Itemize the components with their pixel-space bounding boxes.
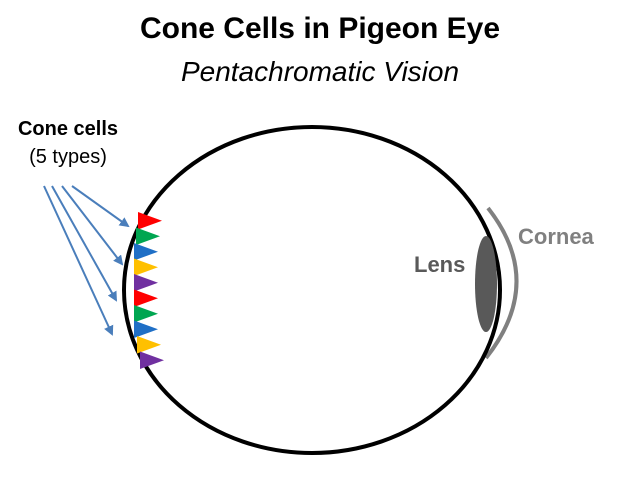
arrow-2 xyxy=(61,185,124,266)
cone-cell-blue xyxy=(134,320,158,338)
cornea-label: Cornea xyxy=(518,224,594,249)
cone-cell-purple xyxy=(140,351,164,369)
cone-cell-blue xyxy=(134,243,158,261)
arrow-1 xyxy=(71,185,130,228)
eyeball-outline xyxy=(122,125,502,455)
diagram-subtitle: Pentachromatic Vision xyxy=(180,56,460,87)
arrow-3 xyxy=(51,185,117,302)
diagram-title: Cone Cells in Pigeon Eye xyxy=(139,12,501,45)
cone-cell-yellow xyxy=(134,258,158,276)
cone-cell-red xyxy=(134,289,158,307)
arrow-4 xyxy=(43,185,114,336)
cornea-shape xyxy=(484,206,519,360)
cone-cell-yellow xyxy=(137,336,161,354)
cone-arrows xyxy=(43,185,130,336)
cone-cells-group xyxy=(134,212,164,369)
cone-cell-red xyxy=(138,212,162,230)
lens-shape xyxy=(475,236,497,332)
cone-cell-purple xyxy=(134,274,158,292)
lens-label: Lens xyxy=(414,252,466,277)
cone-cell-green xyxy=(136,227,160,245)
cone-cell-green xyxy=(134,305,158,323)
cone-cells-label: Cone cells xyxy=(17,118,119,140)
cone-types-label: (5 types) xyxy=(29,146,107,168)
